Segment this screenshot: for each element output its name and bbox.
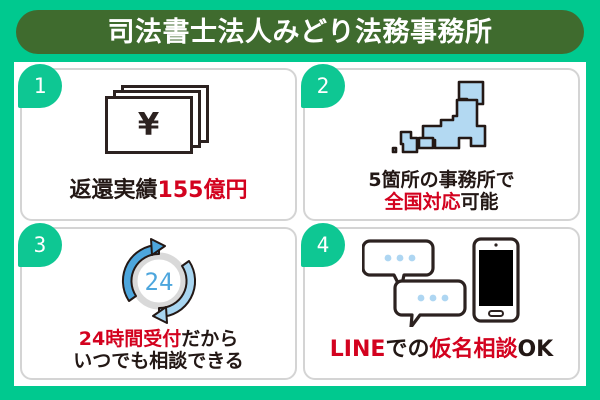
card-2-line-2: 全国対応可能 [384,190,499,213]
card-2-icon-area [305,76,578,168]
card-2-caption: 5箇所の事務所で 全国対応可能 [305,168,578,219]
card-1-text-a: 返還実績 [69,178,158,204]
smartphone [471,237,520,323]
24-hour-cycle-icon: 24 [113,236,205,326]
yen-symbol: ¥ [137,106,160,143]
banknote-front: ¥ [104,96,193,154]
card-2[interactable]: 2 [301,64,580,221]
card-1-caption: 返還実績155億円 [22,168,295,219]
japan-map-icon [387,76,497,168]
card-4[interactable]: 4 [301,223,580,380]
card-3-icon-area: 24 [22,235,295,327]
speech-bubble-bottom [392,279,467,329]
card-2-text-a: 5箇所の事務所で [368,169,515,192]
card-4-number-badge: 4 [301,223,345,267]
cards-board: 1 ¥ 返還実績155億円 2 [14,62,586,386]
yen-banknotes-icon: ¥ [104,85,213,159]
bubble-dots [384,254,448,302]
page-title: 司法書士法人みどり法務事務所 [107,16,493,48]
card-4-caption: LINEでの仮名相談OK [305,327,578,378]
card-4-text-c: 仮名相談 [429,337,518,363]
card-4-line-1: LINEでの仮名相談OK [329,337,554,363]
card-3-line-2: いつでも相談できる [73,349,244,372]
header-bar: 司法書士法人みどり法務事務所 [16,10,584,54]
card-1-line-1: 返還実績155億円 [69,178,248,204]
card-3[interactable]: 3 24 24時間 [18,223,297,380]
card-4-icon-area [305,235,578,329]
card-2-number-badge: 2 [301,64,345,108]
card-3-text-b: だから [181,328,239,351]
card-1-icon-area: ¥ [22,76,295,168]
card-4-text-a: LINE [329,337,386,363]
card-1[interactable]: 1 ¥ 返還実績155億円 [18,64,297,221]
card-2-line-1: 5箇所の事務所で [368,170,514,191]
card-3-text-a: 24時間受付 [78,328,182,351]
card-2-text-b: 全国対応 [384,190,461,213]
clock-24-label: 24 [144,268,173,296]
card-3-line-1: 24時間受付だから [79,329,238,350]
card-4-text-d: OK [517,337,554,363]
card-1-text-b: 155億円 [157,178,248,204]
chat-bubbles-smartphone-icon [360,235,522,329]
card-3-text-c: いつでも相談できる [73,349,244,372]
card-2-text-c: 可能 [460,190,499,213]
card-4-text-b: での [385,337,430,363]
card-3-caption: 24時間受付だから いつでも相談できる [22,327,295,378]
card-1-number-badge: 1 [18,64,62,108]
card-3-number-badge: 3 [18,223,62,267]
